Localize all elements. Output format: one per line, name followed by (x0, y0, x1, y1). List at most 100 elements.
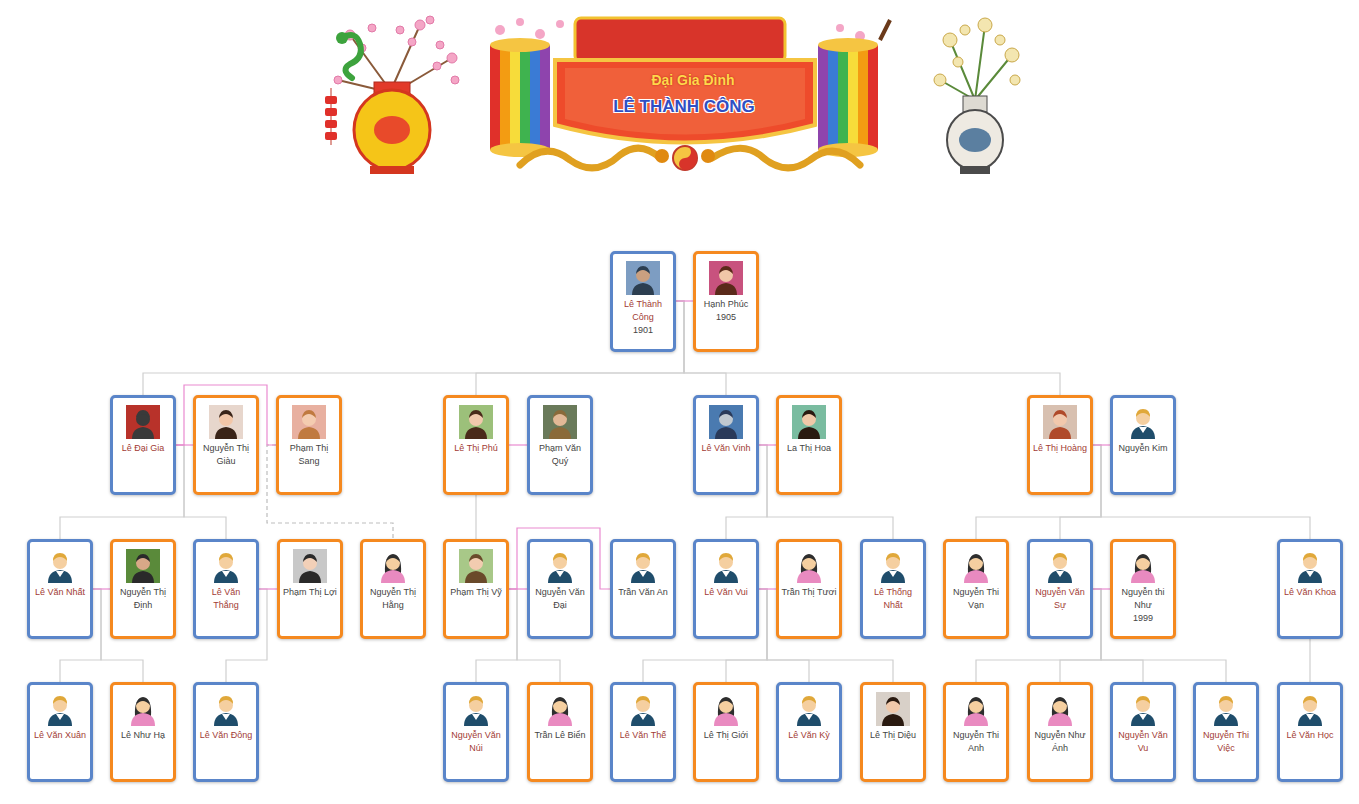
avatar-icon (126, 549, 160, 583)
marriage-line (676, 300, 693, 301)
person-name: Nguyễn Như Ánh (1032, 729, 1088, 755)
person-text: Lê Văn Đông (198, 729, 254, 777)
title-banner (490, 18, 890, 170)
person-box: Lê Văn Học (1277, 682, 1343, 782)
person-box: Phạm Thị Vỹ (443, 539, 509, 639)
avatar-icon (543, 692, 577, 726)
person-box: Lê Thị Phú (443, 395, 509, 495)
person-name: Phạm Thị Lợi (282, 586, 338, 599)
person-name: Lê Văn Vui (698, 586, 754, 599)
person-text: Phạm Văn Quý (532, 442, 588, 490)
person-name: Lê Thị Hoàng (1032, 442, 1088, 455)
person-text: Phạm Thị Lợi (282, 586, 338, 634)
person-name: Trần Thị Tươi (781, 586, 837, 599)
avatar-icon (292, 405, 326, 439)
person-name: Hạnh Phúc (698, 298, 754, 311)
avatar-icon (459, 549, 493, 583)
avatar-icon (1209, 692, 1243, 726)
person-name: Lê Văn Xuân (32, 729, 88, 742)
person-name: Lê Văn Kỳ (781, 729, 837, 742)
person-name: Nguyễn Thi Vạn (948, 586, 1004, 612)
person-text: Nguyễn Văn Đại (532, 586, 588, 634)
person-text: Lê Như Hạ (115, 729, 171, 777)
person-box: Trần Lê Biển (527, 682, 593, 782)
person-box: Phạm Văn Quý (527, 395, 593, 495)
avatar-icon (1043, 405, 1077, 439)
marriage-line (259, 588, 277, 589)
marriage-line (93, 588, 110, 589)
marriage-line (1093, 444, 1110, 445)
person-name: Nguyễn Thị Hằng (365, 586, 421, 612)
person-name: Lê Văn Vinh (698, 442, 754, 455)
left-vase (325, 16, 459, 174)
marriage-line (759, 444, 776, 445)
person-name: Lê Thành Công (615, 298, 671, 324)
person-box: Nguyễn Văn Vu (1110, 682, 1176, 782)
person-text: Hạnh Phúc1905 (698, 298, 754, 347)
person-name: Trần Văn An (615, 586, 671, 599)
marriage-line (176, 385, 276, 445)
person-box: Lê Văn Vui (693, 539, 759, 639)
person-box: Lê Như Hạ (110, 682, 176, 782)
avatar-icon (43, 692, 77, 726)
avatar-icon (626, 261, 660, 295)
avatar-icon (626, 692, 660, 726)
avatar-icon (1293, 692, 1327, 726)
avatar-icon (959, 549, 993, 583)
person-box: Nguyễn Văn Đại (527, 539, 593, 639)
person-name: Lê Văn Thế (615, 729, 671, 742)
person-name: Lê Văn Học (1282, 729, 1338, 742)
person-name: Nguyễn Thi Anh (948, 729, 1004, 755)
birth-year: 1901 (615, 324, 671, 337)
avatar-icon (209, 549, 243, 583)
person-text: Lê Văn Xuân (32, 729, 88, 777)
person-name: Phạm Văn Quý (532, 442, 588, 468)
person-box: Lê Đại Gia (110, 395, 176, 495)
person-text: Nguyễn Thị Hằng (365, 586, 421, 634)
person-text: Nguyễn Như Ánh (1032, 729, 1088, 777)
avatar-icon (376, 549, 410, 583)
marriage-line (509, 528, 610, 589)
person-box: Lê Văn Xuân (27, 682, 93, 782)
person-name: Trần Lê Biển (532, 729, 588, 742)
person-box: Nguyễn Thi Việc (1193, 682, 1259, 782)
person-text: Lê Văn Kỳ (781, 729, 837, 777)
person-name: Nguyễn Thi Việc (1198, 729, 1254, 755)
avatar-icon (459, 405, 493, 439)
person-box: Lê Văn Khoa (1277, 539, 1343, 639)
avatar-icon (126, 692, 160, 726)
person-box: Lê Văn Thắng (193, 539, 259, 639)
person-text: Nguyễn Văn Sự (1032, 586, 1088, 634)
person-box: Nguyễn Thị Định (110, 539, 176, 639)
person-name: Lê Thị Diệu (865, 729, 921, 742)
person-text: Lê Văn Thắng (198, 586, 254, 634)
person-box: Lê Văn Nhất (27, 539, 93, 639)
avatar-icon (543, 549, 577, 583)
person-text: Nguyễn thi Như1999 (1115, 586, 1171, 634)
avatar-icon (1126, 405, 1160, 439)
person-name: Nguyễn Văn Sự (1032, 586, 1088, 612)
person-text: La Thị Hoa (781, 442, 837, 490)
person-name: Lê Đại Gia (115, 442, 171, 455)
person-name: Nguyễn Văn Núi (448, 729, 504, 755)
marriage-line (1093, 588, 1110, 589)
person-text: Lê Thị Phú (448, 442, 504, 490)
person-text: Lê Văn Khoa (1282, 586, 1338, 634)
person-box: Nguyễn thi Như1999 (1110, 539, 1176, 639)
avatar-icon (626, 549, 660, 583)
avatar-icon (43, 549, 77, 583)
avatar-icon (209, 692, 243, 726)
person-text: Lê Thị Hoàng (1032, 442, 1088, 490)
person-name: Nguyễn Văn Vu (1115, 729, 1171, 755)
person-box: Lê Văn Vinh (693, 395, 759, 495)
person-box: Lê Văn Đông (193, 682, 259, 782)
avatar-icon (709, 261, 743, 295)
person-box: Nguyễn Văn Núi (443, 682, 509, 782)
avatar-icon (543, 405, 577, 439)
person-box: Nguyễn Thị Giàu (193, 395, 259, 495)
person-text: Lê Văn Vinh (698, 442, 754, 490)
person-text: Lê Thị Giới (698, 729, 754, 777)
birth-year: 1999 (1115, 612, 1171, 625)
person-box: Lê Văn Kỳ (776, 682, 842, 782)
